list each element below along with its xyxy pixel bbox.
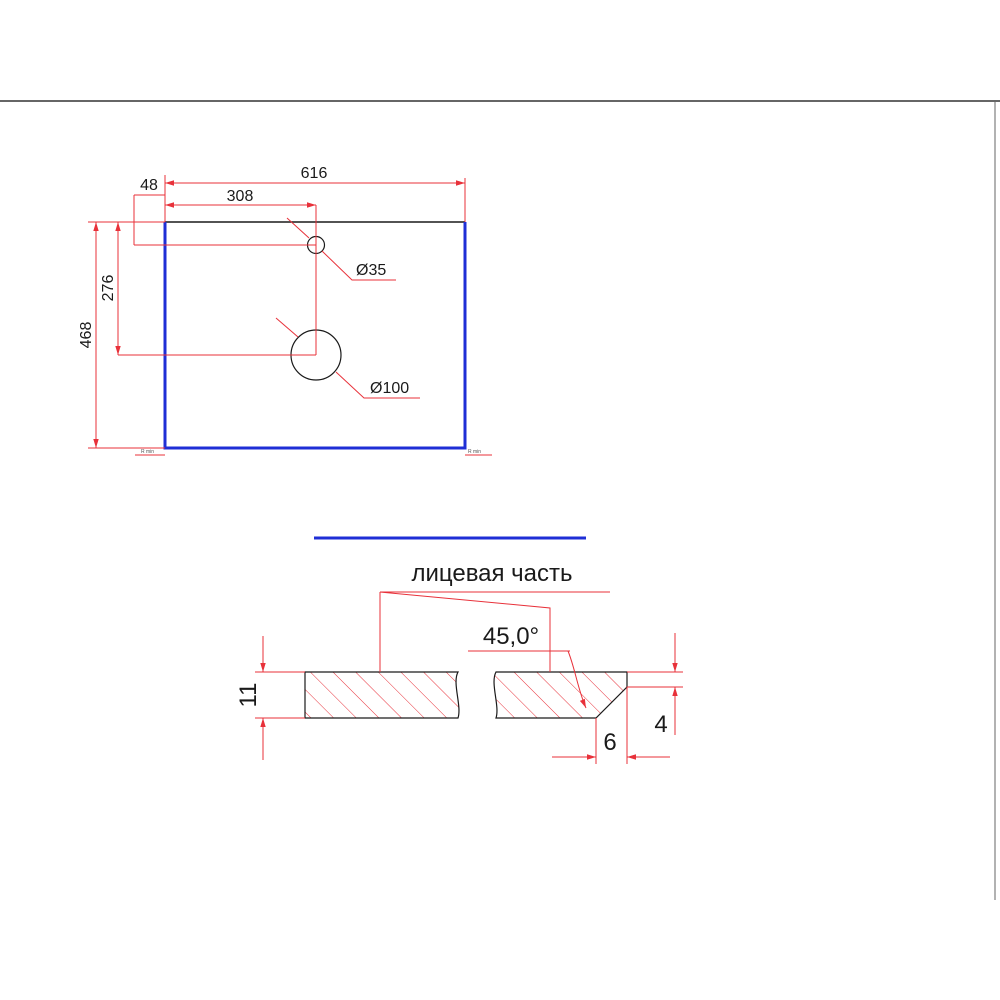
front-edge — [163, 222, 467, 450]
section-view: лицевая часть 45,0° 11 4 6 — [235, 536, 683, 764]
thickness-label: 11 — [235, 683, 262, 708]
page-frame — [0, 100, 1000, 900]
bevel-height-label: 4 — [654, 711, 667, 738]
dim-308: 308 — [227, 188, 254, 205]
dim-d35: Ø35 — [356, 262, 386, 279]
dim-468: 468 — [78, 322, 95, 349]
corner-note-right: R min — [468, 449, 481, 455]
dim-48: 48 — [140, 177, 158, 194]
angle-label: 45,0° — [483, 623, 539, 650]
dim-276: 276 — [100, 275, 117, 302]
face-label: лицевая часть — [411, 560, 572, 587]
section-piece-right — [493, 671, 628, 719]
dim-616: 616 — [301, 165, 328, 182]
section-piece-left — [304, 671, 460, 719]
corner-note-left: R min — [141, 449, 154, 455]
plan-view: 616 308 48 468 276 Ø35 Ø100 R min R min — [78, 165, 492, 456]
dim-d100: Ø100 — [370, 380, 409, 397]
bevel-width-label: 6 — [603, 729, 616, 756]
